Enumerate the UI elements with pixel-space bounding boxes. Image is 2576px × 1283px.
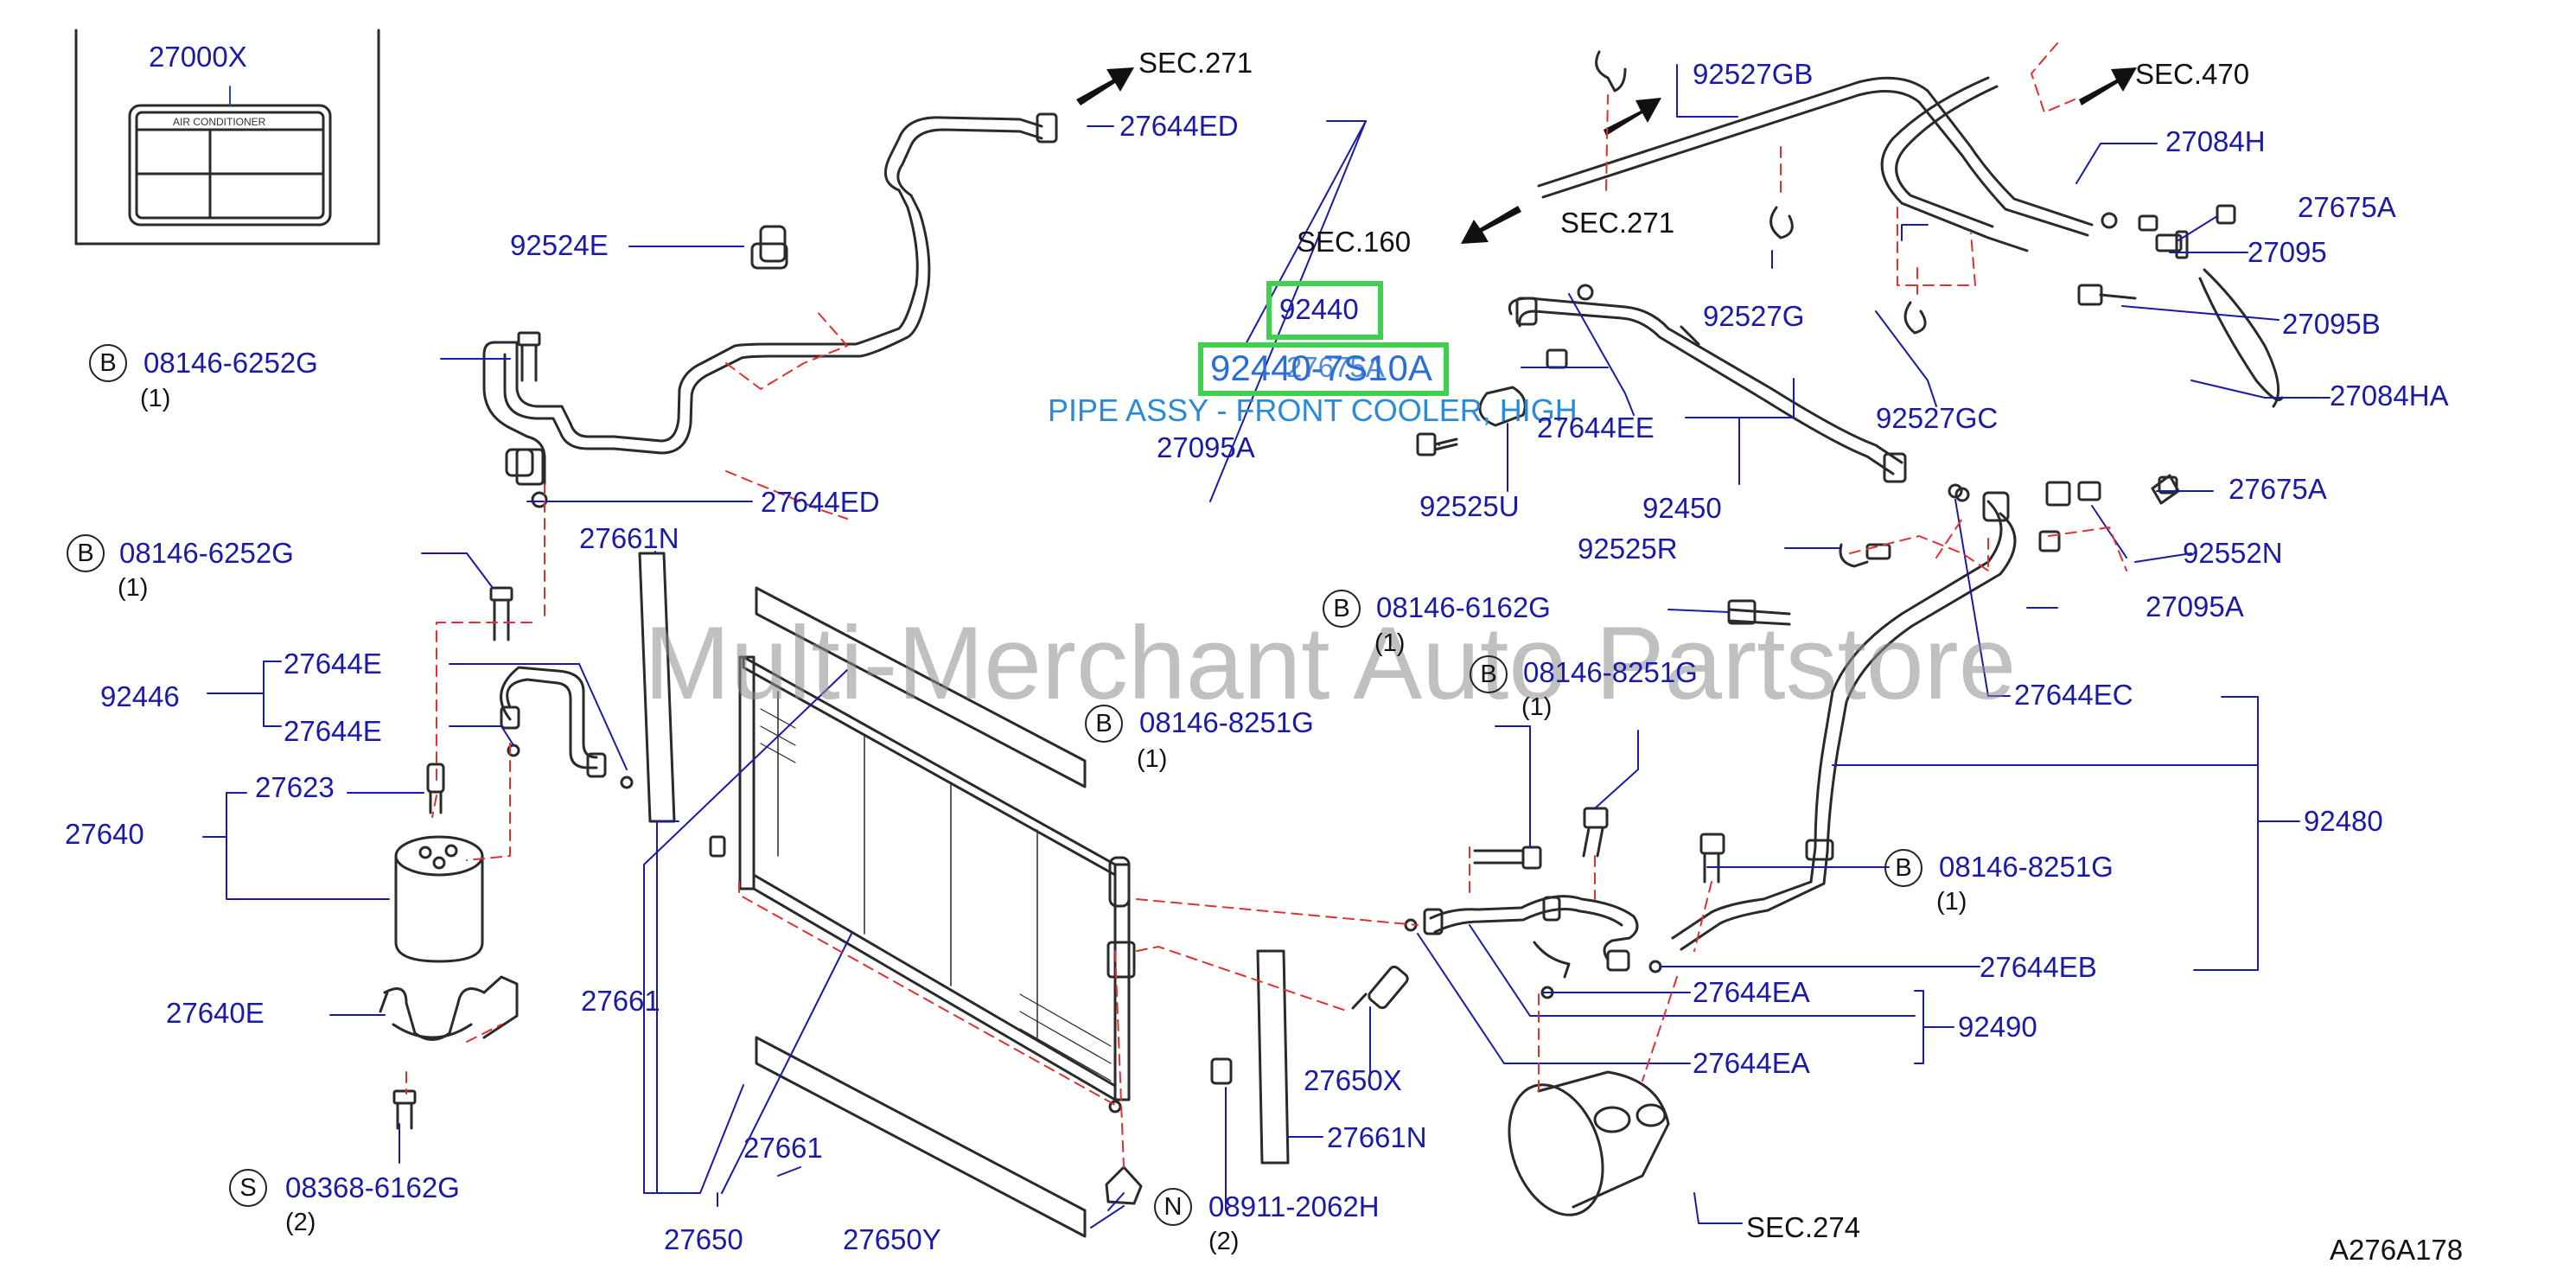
sec-274: SEC.274 [1746, 1211, 1861, 1243]
highlight-box-92440[interactable] [1266, 281, 1383, 340]
marker-b: B [1470, 655, 1508, 693]
sec-271-mid: SEC.271 [1560, 207, 1675, 239]
hoses-27084 [1537, 76, 2284, 408]
label-27000X: 27000X [149, 41, 247, 73]
label-27644EA-a: 27644EA [1693, 976, 1810, 1008]
qty-08146-8251G-b: (1) [1521, 693, 1553, 721]
condenser-hardware [1105, 965, 1409, 1205]
pipe-92446 [500, 666, 634, 789]
label-92525R: 92525R [1578, 533, 1678, 565]
label-08368-6162G: 08368-6162G [285, 1171, 460, 1203]
marker-b: B [89, 344, 127, 382]
plate-text: AIR CONDITIONER [173, 116, 266, 128]
sec-470: SEC.470 [2135, 58, 2250, 90]
label-92527GC: 92527GC [1876, 402, 1999, 434]
highlight-part-92440[interactable]: 92440 [1279, 293, 1359, 325]
overlapped-label-27675A: 27675A [1286, 351, 1385, 383]
label-27644ED-lower: 27644ED [761, 486, 880, 518]
label-27644E-b: 27644E [284, 715, 382, 747]
label-92524E: 92524E [510, 229, 609, 261]
label-27644EB: 27644EB [1980, 951, 2097, 983]
label-27650Y: 27650Y [843, 1223, 941, 1255]
pipe-92480 [1671, 474, 2180, 951]
marker-n: N [1154, 1188, 1192, 1226]
label-27661N-left: 27661N [579, 522, 679, 554]
sec-160: SEC.160 [1297, 226, 1412, 258]
label-27644ED-top: 27644ED [1119, 110, 1239, 142]
clip-92524E [750, 225, 788, 270]
marker-b: B [1085, 705, 1123, 743]
figure-code: A276A178 [2330, 1234, 2464, 1266]
label-92450: 92450 [1642, 492, 1722, 524]
label-27644EE: 27644EE [1537, 412, 1655, 444]
pipe-92450 [1508, 284, 1963, 499]
label-27650: 27650 [664, 1223, 743, 1255]
label-08146-8251G-b: 08146-8251G [1523, 656, 1698, 688]
compressor [1508, 1070, 1670, 1216]
label-27644EC: 27644EC [2014, 679, 2133, 711]
label-92480: 92480 [2304, 805, 2383, 837]
label-08146-6252G-a: 08146-6252G [143, 347, 318, 379]
watermark: Multi-Merchant Auto Partstore [644, 605, 2017, 721]
label-27084H: 27084H [2165, 125, 2266, 157]
pipe-92490 [1404, 895, 1662, 999]
qty-08146-8251G-a: (1) [1137, 745, 1168, 773]
highlight-part-number[interactable]: 92440-7S10A [1210, 348, 1432, 388]
label-27623: 27623 [255, 771, 335, 803]
label-92552N: 92552N [2183, 537, 2283, 569]
label-27675A-top: 27675A [2298, 191, 2396, 223]
leader-lines [202, 64, 2331, 1229]
label-27095B: 27095B [2282, 308, 2381, 340]
qty-08146-6252G-b: (1) [118, 574, 149, 602]
label-92525U: 92525U [1419, 490, 1520, 522]
label-27675A-lower: 27675A [2228, 473, 2327, 505]
label-27640: 27640 [65, 818, 144, 850]
label-08911-2062H: 08911-2062H [1208, 1190, 1380, 1222]
label-27084HA: 27084HA [2330, 380, 2449, 412]
label-27644E-a: 27644E [284, 648, 382, 680]
highlight-description: PIPE ASSY - FRONT COOLER, HIGH [1048, 393, 1578, 428]
label-27661-bottom: 27661 [743, 1132, 823, 1164]
qty-08146-6162G: (1) [1374, 629, 1406, 657]
label-08146-8251G-a: 08146-8251G [1139, 706, 1314, 738]
label-27661-mid: 27661 [581, 985, 660, 1017]
label-27095A-mid: 27095A [1157, 431, 1255, 463]
marker-b: B [1323, 590, 1361, 628]
marker-s: S [229, 1169, 267, 1207]
clamp-92525U [1416, 386, 1527, 456]
marker-b: B [67, 534, 105, 572]
label-92490: 92490 [1958, 1011, 2037, 1043]
label-92446: 92446 [100, 680, 180, 712]
label-27661N-right: 27661N [1327, 1121, 1427, 1153]
qty-08146-6252G-a: (1) [140, 385, 171, 412]
label-27095A-right: 27095A [2146, 590, 2244, 622]
label-27640E: 27640E [166, 997, 265, 1029]
receiver-drier-27640 [379, 763, 519, 1041]
condenser-27650 [709, 655, 1136, 1114]
qty-08146-8251G-c: (1) [1936, 888, 1967, 916]
label-27095: 27095 [2248, 236, 2327, 268]
sec-271-top: SEC.271 [1138, 47, 1253, 79]
label-08146-6252G-b: 08146-6252G [119, 537, 294, 569]
label-08146-8251G-c: 08146-8251G [1939, 851, 2114, 883]
label-plate-inset [74, 29, 380, 246]
clips-92527 [1595, 50, 1927, 335]
dashed-connections [405, 42, 2127, 1168]
qty-08368-6162G: (2) [285, 1209, 316, 1236]
label-08146-6162G: 08146-6162G [1376, 591, 1551, 623]
label-92527G: 92527G [1703, 300, 1805, 332]
label-27650X: 27650X [1304, 1064, 1402, 1096]
label-92527GB: 92527GB [1693, 58, 1814, 90]
pipe-92440 [482, 112, 1058, 486]
bolts-left [392, 331, 548, 1130]
highlight-box-92440-7S10A[interactable] [1198, 342, 1449, 396]
label-27644EA-b: 27644EA [1693, 1047, 1810, 1079]
qty-08911-2062H: (2) [1208, 1228, 1240, 1255]
section-arrows [1076, 67, 2137, 244]
marker-b: B [1884, 849, 1922, 887]
